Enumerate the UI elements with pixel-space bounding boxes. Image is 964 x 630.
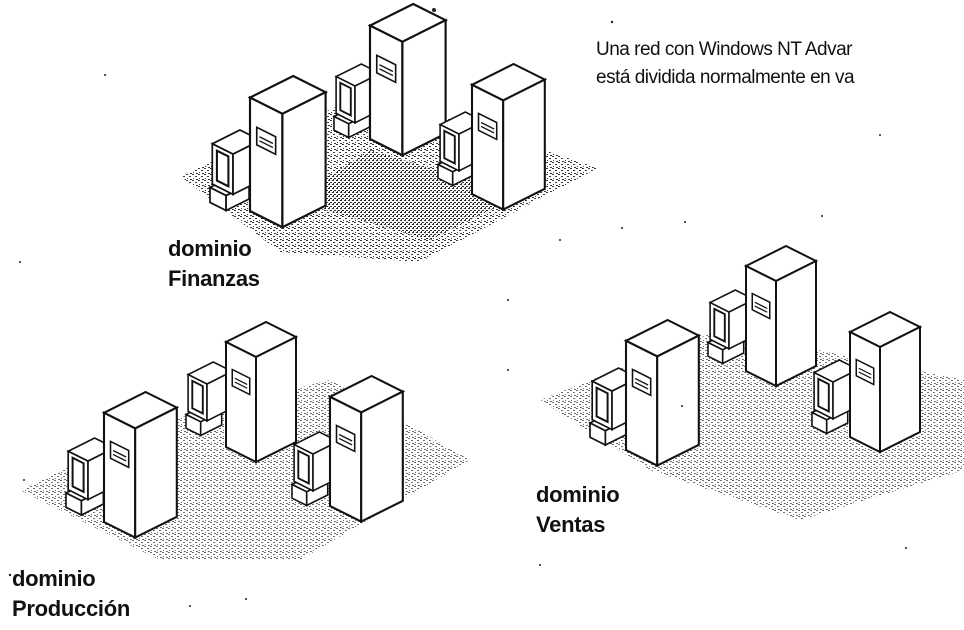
domain-label-line-2: Finanzas — [168, 266, 260, 291]
domain-label-ventas: dominio Ventas — [536, 480, 620, 540]
server-tower-icon — [745, 245, 817, 387]
produccion-domain-group — [20, 321, 470, 560]
domain-label-finanzas: dominio Finanzas — [168, 234, 260, 294]
intro-caption-line-2: está dividida normalmente en va — [596, 67, 855, 88]
scan-speckles — [8, 8, 907, 607]
server-tower-icon — [328, 374, 404, 523]
ventas-domain-group — [540, 245, 964, 520]
domain-label-line-2: Producción — [12, 596, 131, 621]
domain-label-line-1: dominio — [168, 236, 252, 261]
intro-caption-line-1: Una red con Windows NT Advar — [596, 39, 853, 60]
server-tower-icon — [368, 2, 447, 157]
domain-label-line-1: dominio — [536, 482, 620, 507]
server-tower-icon — [624, 318, 700, 467]
domain-label-line-1: dominio — [12, 566, 96, 591]
domain-label-produccion: dominio Producción — [12, 564, 130, 624]
finanzas-domain-group — [180, 2, 598, 262]
domain-label-line-2: Ventas — [536, 512, 606, 537]
server-tower-icon — [102, 390, 178, 539]
server-tower-icon — [248, 74, 327, 229]
server-tower-icon — [470, 62, 546, 211]
server-tower-icon — [225, 321, 297, 463]
intro-caption: Una red con Windows NT Advar está dividi… — [596, 36, 964, 92]
server-tower-icon — [849, 311, 921, 453]
